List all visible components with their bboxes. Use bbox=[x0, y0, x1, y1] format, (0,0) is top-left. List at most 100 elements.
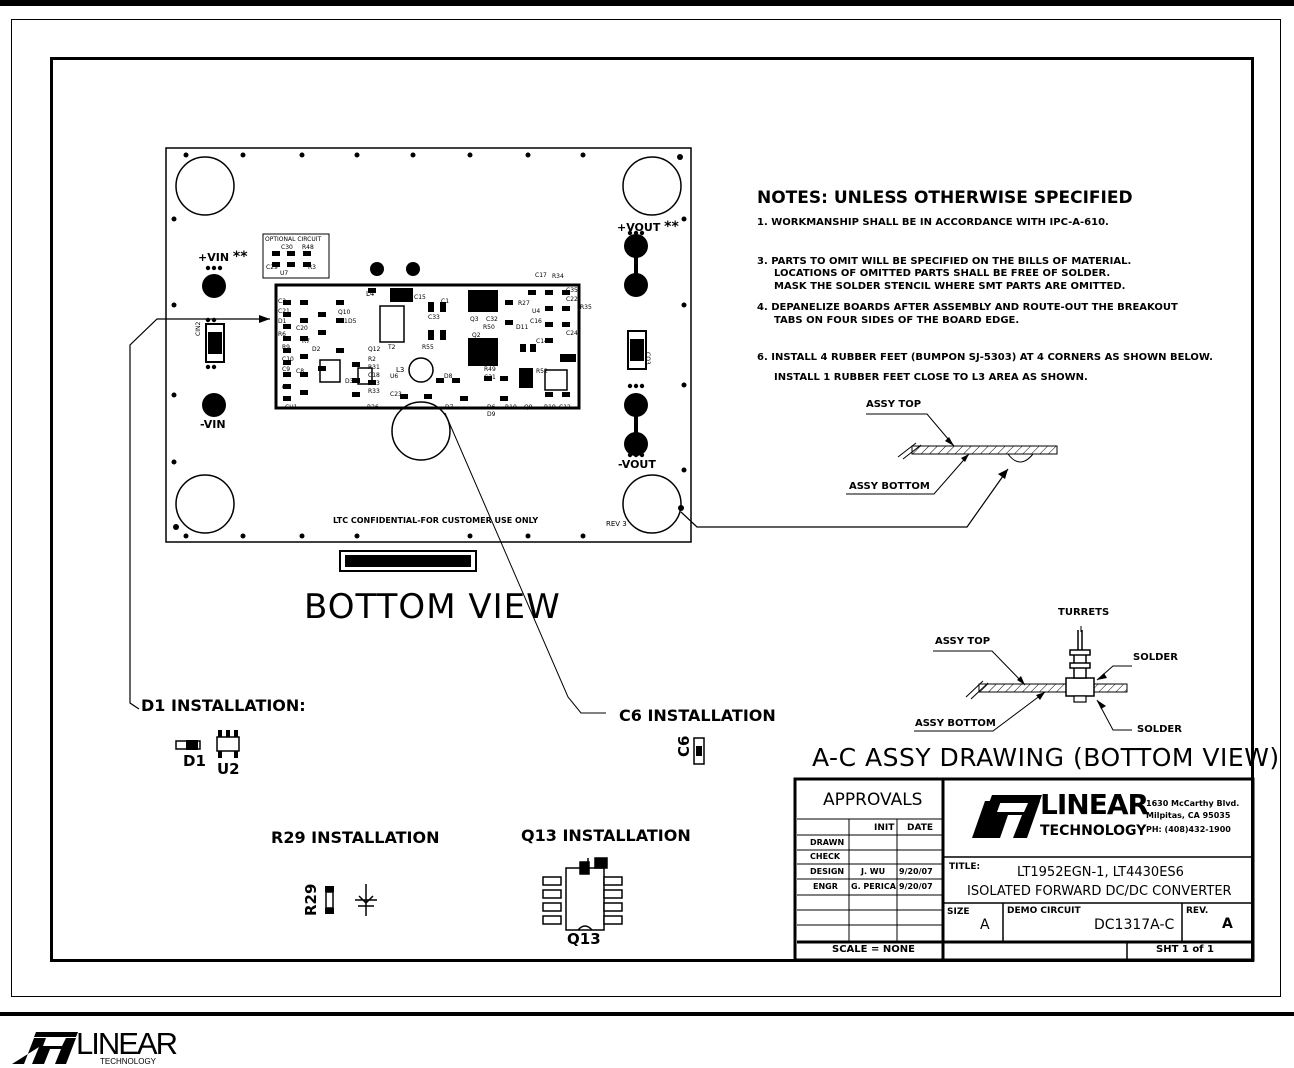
designator: R55 bbox=[422, 344, 434, 351]
q13-installation-label: Q13 INSTALLATION bbox=[521, 826, 691, 845]
designator: C30 bbox=[281, 244, 293, 251]
component-pads bbox=[283, 288, 576, 401]
designator: C9 bbox=[282, 366, 291, 373]
d1-part-label: D1 bbox=[183, 752, 206, 770]
row-label-design: DESIGN bbox=[810, 867, 845, 876]
r29-icon bbox=[325, 884, 377, 916]
designator: R9 bbox=[282, 344, 290, 351]
d1-installation-label: D1 INSTALLATION: bbox=[141, 696, 306, 715]
vin-minus-label: -VIN bbox=[200, 418, 226, 431]
designator: L3 bbox=[396, 366, 405, 374]
designator: C22 bbox=[566, 296, 578, 303]
row-label-check: CHECK bbox=[810, 852, 841, 861]
u2-part-label: U2 bbox=[217, 760, 240, 778]
row-init-design: J. WU bbox=[861, 867, 886, 876]
optional-circuit-box bbox=[262, 233, 330, 279]
rubber-foot-bottom-right bbox=[622, 474, 682, 534]
designator: C31 bbox=[484, 374, 496, 381]
outer-frame bbox=[11, 19, 1281, 997]
assy-top-label-2: ASSY TOP bbox=[935, 636, 991, 647]
d1-icon bbox=[175, 740, 201, 750]
designator: R48 bbox=[302, 244, 314, 251]
solder-label-2: SOLDER bbox=[1137, 724, 1182, 735]
rubber-foot-l3 bbox=[391, 401, 451, 461]
designator: L4 bbox=[366, 290, 375, 298]
row-init-engr: G. PERICA bbox=[851, 882, 896, 891]
note-4-line-1: 4. DEPANELIZE BOARDS AFTER ASSEMBLY AND … bbox=[757, 302, 1178, 313]
top-rule bbox=[0, 0, 1294, 6]
designator: U6 bbox=[390, 373, 399, 380]
assy-bottom-label-2: ASSY BOTTOM bbox=[915, 718, 996, 729]
designator: U7 bbox=[280, 270, 289, 277]
designator: C29 bbox=[266, 264, 278, 271]
c6-icon bbox=[693, 737, 705, 765]
designator: C21 bbox=[278, 308, 290, 315]
designator: C13 bbox=[368, 380, 380, 387]
footer-logo-line-2: TECHNOLOGY bbox=[100, 1057, 157, 1066]
rubber-foot-detail bbox=[846, 413, 1058, 495]
note-3-line-3: MASK THE SOLDER STENCIL WHERE SMT PARTS … bbox=[774, 281, 1126, 292]
company-phone: PH: (408)432-1900 bbox=[1146, 825, 1231, 834]
note-6-line-2: INSTALL 1 RUBBER FEET CLOSE TO L3 AREA A… bbox=[774, 372, 1088, 383]
designator: R27 bbox=[518, 300, 530, 307]
assy-top-label-1: ASSY TOP bbox=[866, 399, 922, 410]
designator: D3 bbox=[345, 378, 354, 385]
designator: D5 bbox=[348, 318, 357, 325]
vin-plus-label: +VIN ** bbox=[198, 249, 248, 265]
init-header: INIT bbox=[874, 823, 895, 833]
turrets-label: TURRETS bbox=[1058, 607, 1110, 618]
designator: D11 bbox=[516, 324, 529, 331]
note-3-line-2: LOCATIONS OF OMITTED PARTS SHALL BE FREE… bbox=[774, 268, 1111, 279]
designator: R49 bbox=[484, 366, 496, 373]
q13-part-label: Q13 bbox=[567, 930, 601, 948]
designator: R6 bbox=[278, 331, 286, 338]
designator: R11 bbox=[336, 318, 348, 325]
company-name-line-2: TECHNOLOGY bbox=[1040, 823, 1147, 839]
pcb-board-outline bbox=[165, 147, 692, 543]
title-label: TITLE: bbox=[949, 862, 981, 872]
solder-label-1: SOLDER bbox=[1133, 652, 1178, 663]
leader-c6 bbox=[444, 412, 606, 714]
designator: R31 bbox=[368, 364, 380, 371]
designator: R10 bbox=[505, 404, 517, 411]
designator: R19 bbox=[544, 404, 556, 411]
designator: C16 bbox=[530, 318, 542, 325]
designator: C32 bbox=[486, 316, 498, 323]
bottom-view-label: BOTTOM VIEW bbox=[304, 587, 561, 627]
assy-drawing-title: A-C ASSY DRAWING (BOTTOM VIEW) bbox=[812, 743, 1280, 772]
designator: C2 bbox=[278, 298, 287, 305]
confidential-label: LTC CONFIDENTIAL-FOR CUSTOMER USE ONLY bbox=[333, 516, 539, 525]
size-value: A bbox=[980, 917, 990, 933]
notes-heading: NOTES: UNLESS OTHERWISE SPECIFIED bbox=[757, 188, 1133, 208]
q13-icon bbox=[542, 857, 623, 931]
leader-d1 bbox=[129, 318, 270, 710]
designator: R26 bbox=[367, 404, 379, 411]
designator: T2 bbox=[388, 344, 396, 351]
designator: R33 bbox=[368, 388, 380, 395]
designator: D1 bbox=[278, 318, 287, 325]
designator: C24 bbox=[566, 330, 578, 337]
drawing-frame bbox=[50, 57, 1254, 962]
designator: Q9 bbox=[524, 404, 533, 411]
vout-minus-label: -VOUT bbox=[618, 458, 656, 471]
note-3-line-1: 3. PARTS TO OMIT WILL BE SPECIFIED ON TH… bbox=[757, 256, 1132, 267]
rev-value: A bbox=[1222, 916, 1233, 932]
designator: R7 bbox=[302, 338, 310, 345]
demo-circuit-label: DEMO CIRCUIT bbox=[1007, 906, 1081, 916]
designator: C10 bbox=[282, 356, 294, 363]
u2-icon bbox=[216, 730, 240, 758]
rubber-foot-bottom-left bbox=[175, 474, 235, 534]
designator: D9 bbox=[487, 411, 496, 418]
row-label-engr: ENGR bbox=[813, 882, 838, 891]
optional-circuit-label: OPTIONAL CIRCUIT bbox=[265, 236, 322, 243]
vin-terminals bbox=[202, 265, 226, 417]
designator: CU1 bbox=[285, 404, 298, 411]
c6-installation-label: C6 INSTALLATION bbox=[619, 706, 776, 725]
row-date-design: 9/20/07 bbox=[899, 867, 933, 876]
designator: C23 bbox=[390, 391, 402, 398]
rubber-foot-top-left bbox=[175, 156, 235, 216]
title-line-1: LT1952EGN-1, LT4430ES6 bbox=[1017, 865, 1184, 880]
designator: D2 bbox=[312, 346, 321, 353]
designator: C20 bbox=[296, 325, 308, 332]
note-1: 1. WORKMANSHIP SHALL BE IN ACCORDANCE WI… bbox=[757, 217, 1109, 228]
